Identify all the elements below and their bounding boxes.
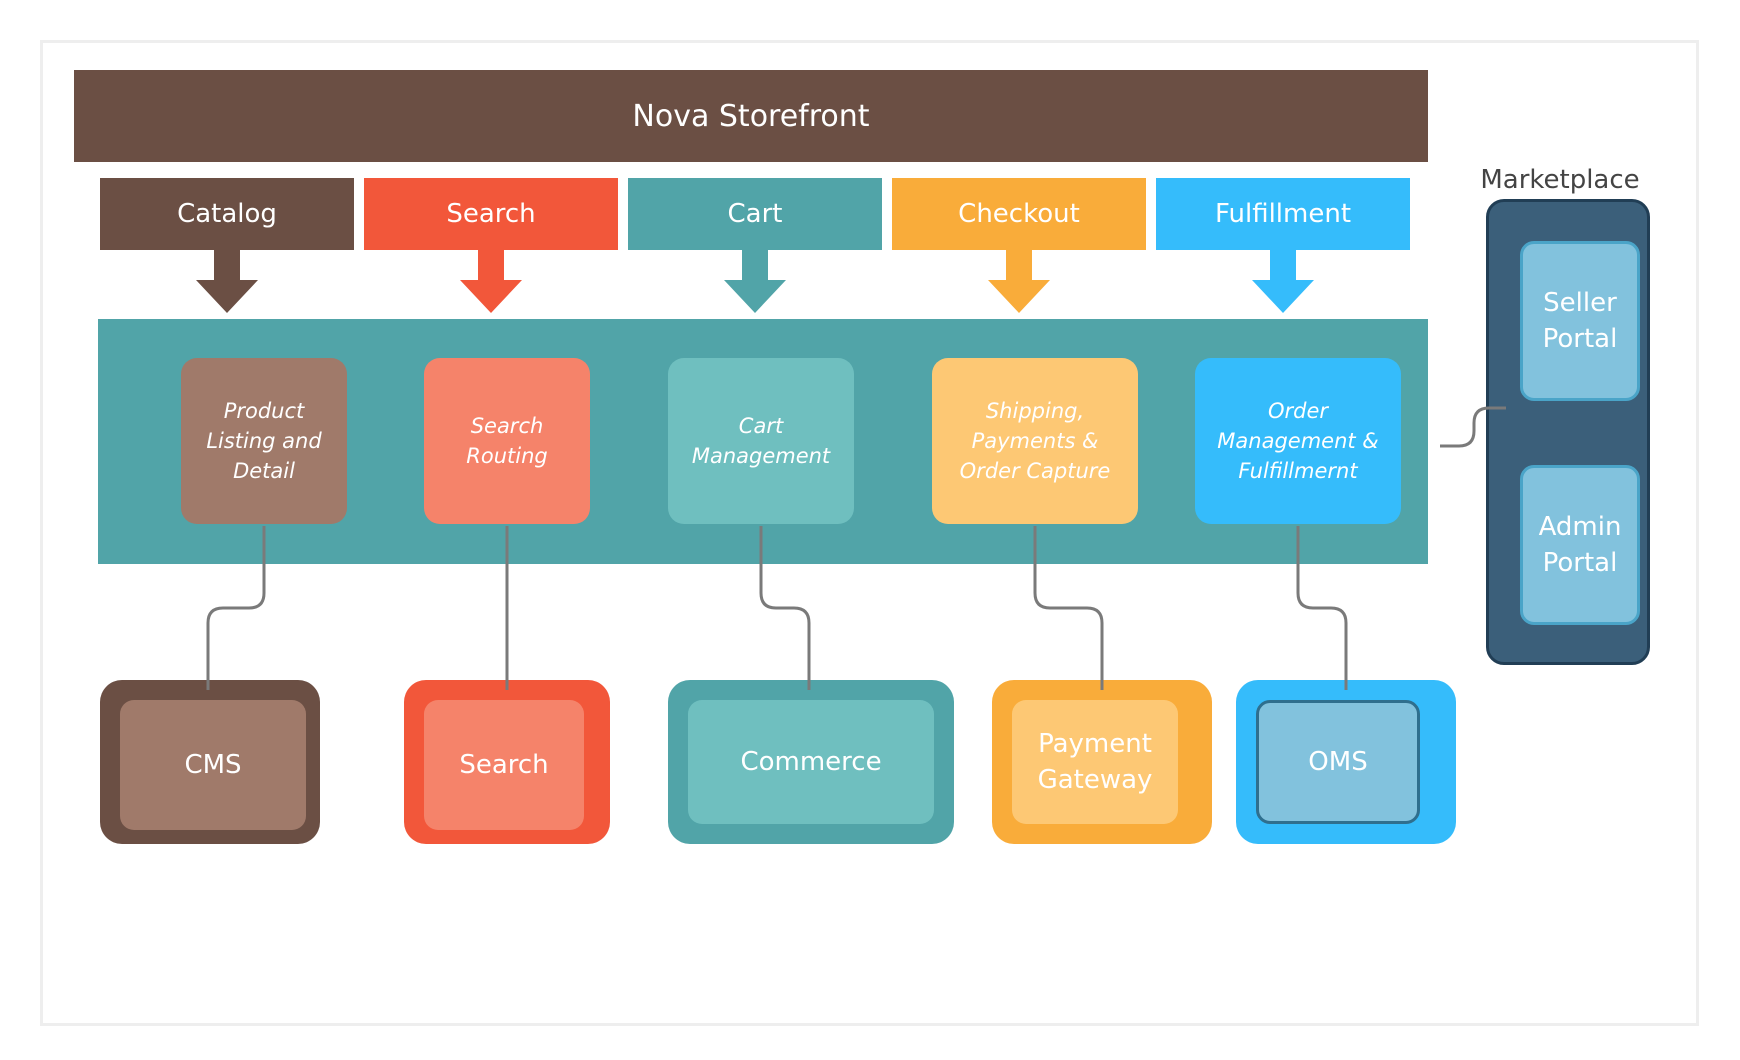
system-commerce: Commerce bbox=[668, 680, 954, 844]
system-search: Search bbox=[404, 680, 610, 844]
module-shipping-payments: Shipping, Payments & Order Capture bbox=[932, 358, 1138, 524]
category-catalog: Catalog bbox=[100, 178, 354, 250]
canvas-frame bbox=[40, 40, 1699, 1026]
module-order-management: Order Management & Fulfillmernt bbox=[1195, 358, 1401, 524]
module-cart-management: Cart Management bbox=[668, 358, 854, 524]
arrow-checkout bbox=[988, 250, 1050, 313]
arrow-catalog bbox=[196, 250, 258, 313]
marketplace-title: Marketplace bbox=[1480, 165, 1640, 195]
category-checkout: Checkout bbox=[892, 178, 1146, 250]
category-search: Search bbox=[364, 178, 618, 250]
system-search-label: Search bbox=[424, 700, 584, 830]
system-commerce-label: Commerce bbox=[688, 700, 934, 824]
system-oms: OMS bbox=[1236, 680, 1456, 844]
system-payment-gateway: Payment Gateway bbox=[992, 680, 1212, 844]
seller-portal: Seller Portal bbox=[1520, 241, 1640, 401]
arrow-fulfillment bbox=[1252, 250, 1314, 313]
admin-portal: Admin Portal bbox=[1520, 465, 1640, 625]
category-fulfillment: Fulfillment bbox=[1156, 178, 1410, 250]
arrow-cart bbox=[724, 250, 786, 313]
system-payment-gateway-label: Payment Gateway bbox=[1012, 700, 1178, 824]
system-cms: CMS bbox=[100, 680, 320, 844]
module-product-listing: Product Listing and Detail bbox=[181, 358, 347, 524]
arrow-search bbox=[460, 250, 522, 313]
category-cart: Cart bbox=[628, 178, 882, 250]
system-oms-label: OMS bbox=[1256, 700, 1420, 824]
module-search-routing: Search Routing bbox=[424, 358, 590, 524]
storefront-banner: Nova Storefront bbox=[74, 70, 1428, 162]
system-cms-label: CMS bbox=[120, 700, 306, 830]
